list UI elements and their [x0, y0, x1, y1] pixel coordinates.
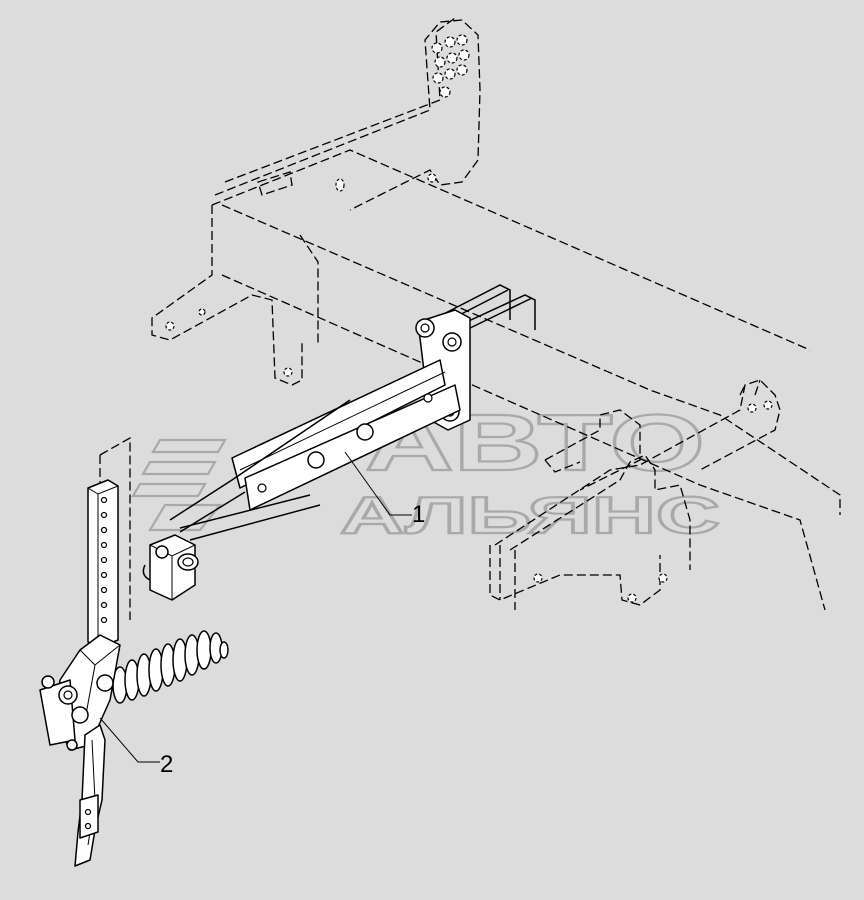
callout-1-leader: [344, 451, 412, 516]
callout-2-label: 2: [160, 751, 173, 778]
watermark-line2: АЛЬЯНС: [340, 487, 720, 545]
part-2-tine-spring: [39, 479, 229, 867]
part-1-arm-assembly: [142, 284, 536, 601]
frame-dashed-context: [99, 17, 841, 620]
callout-1-label: 1: [412, 501, 425, 528]
callout-2: 2: [99, 717, 173, 778]
watermark-logo: [131, 438, 227, 532]
callout-1: 1: [344, 451, 425, 528]
callout-2-leader: [99, 717, 160, 763]
tine-spring-coil: [112, 630, 229, 704]
